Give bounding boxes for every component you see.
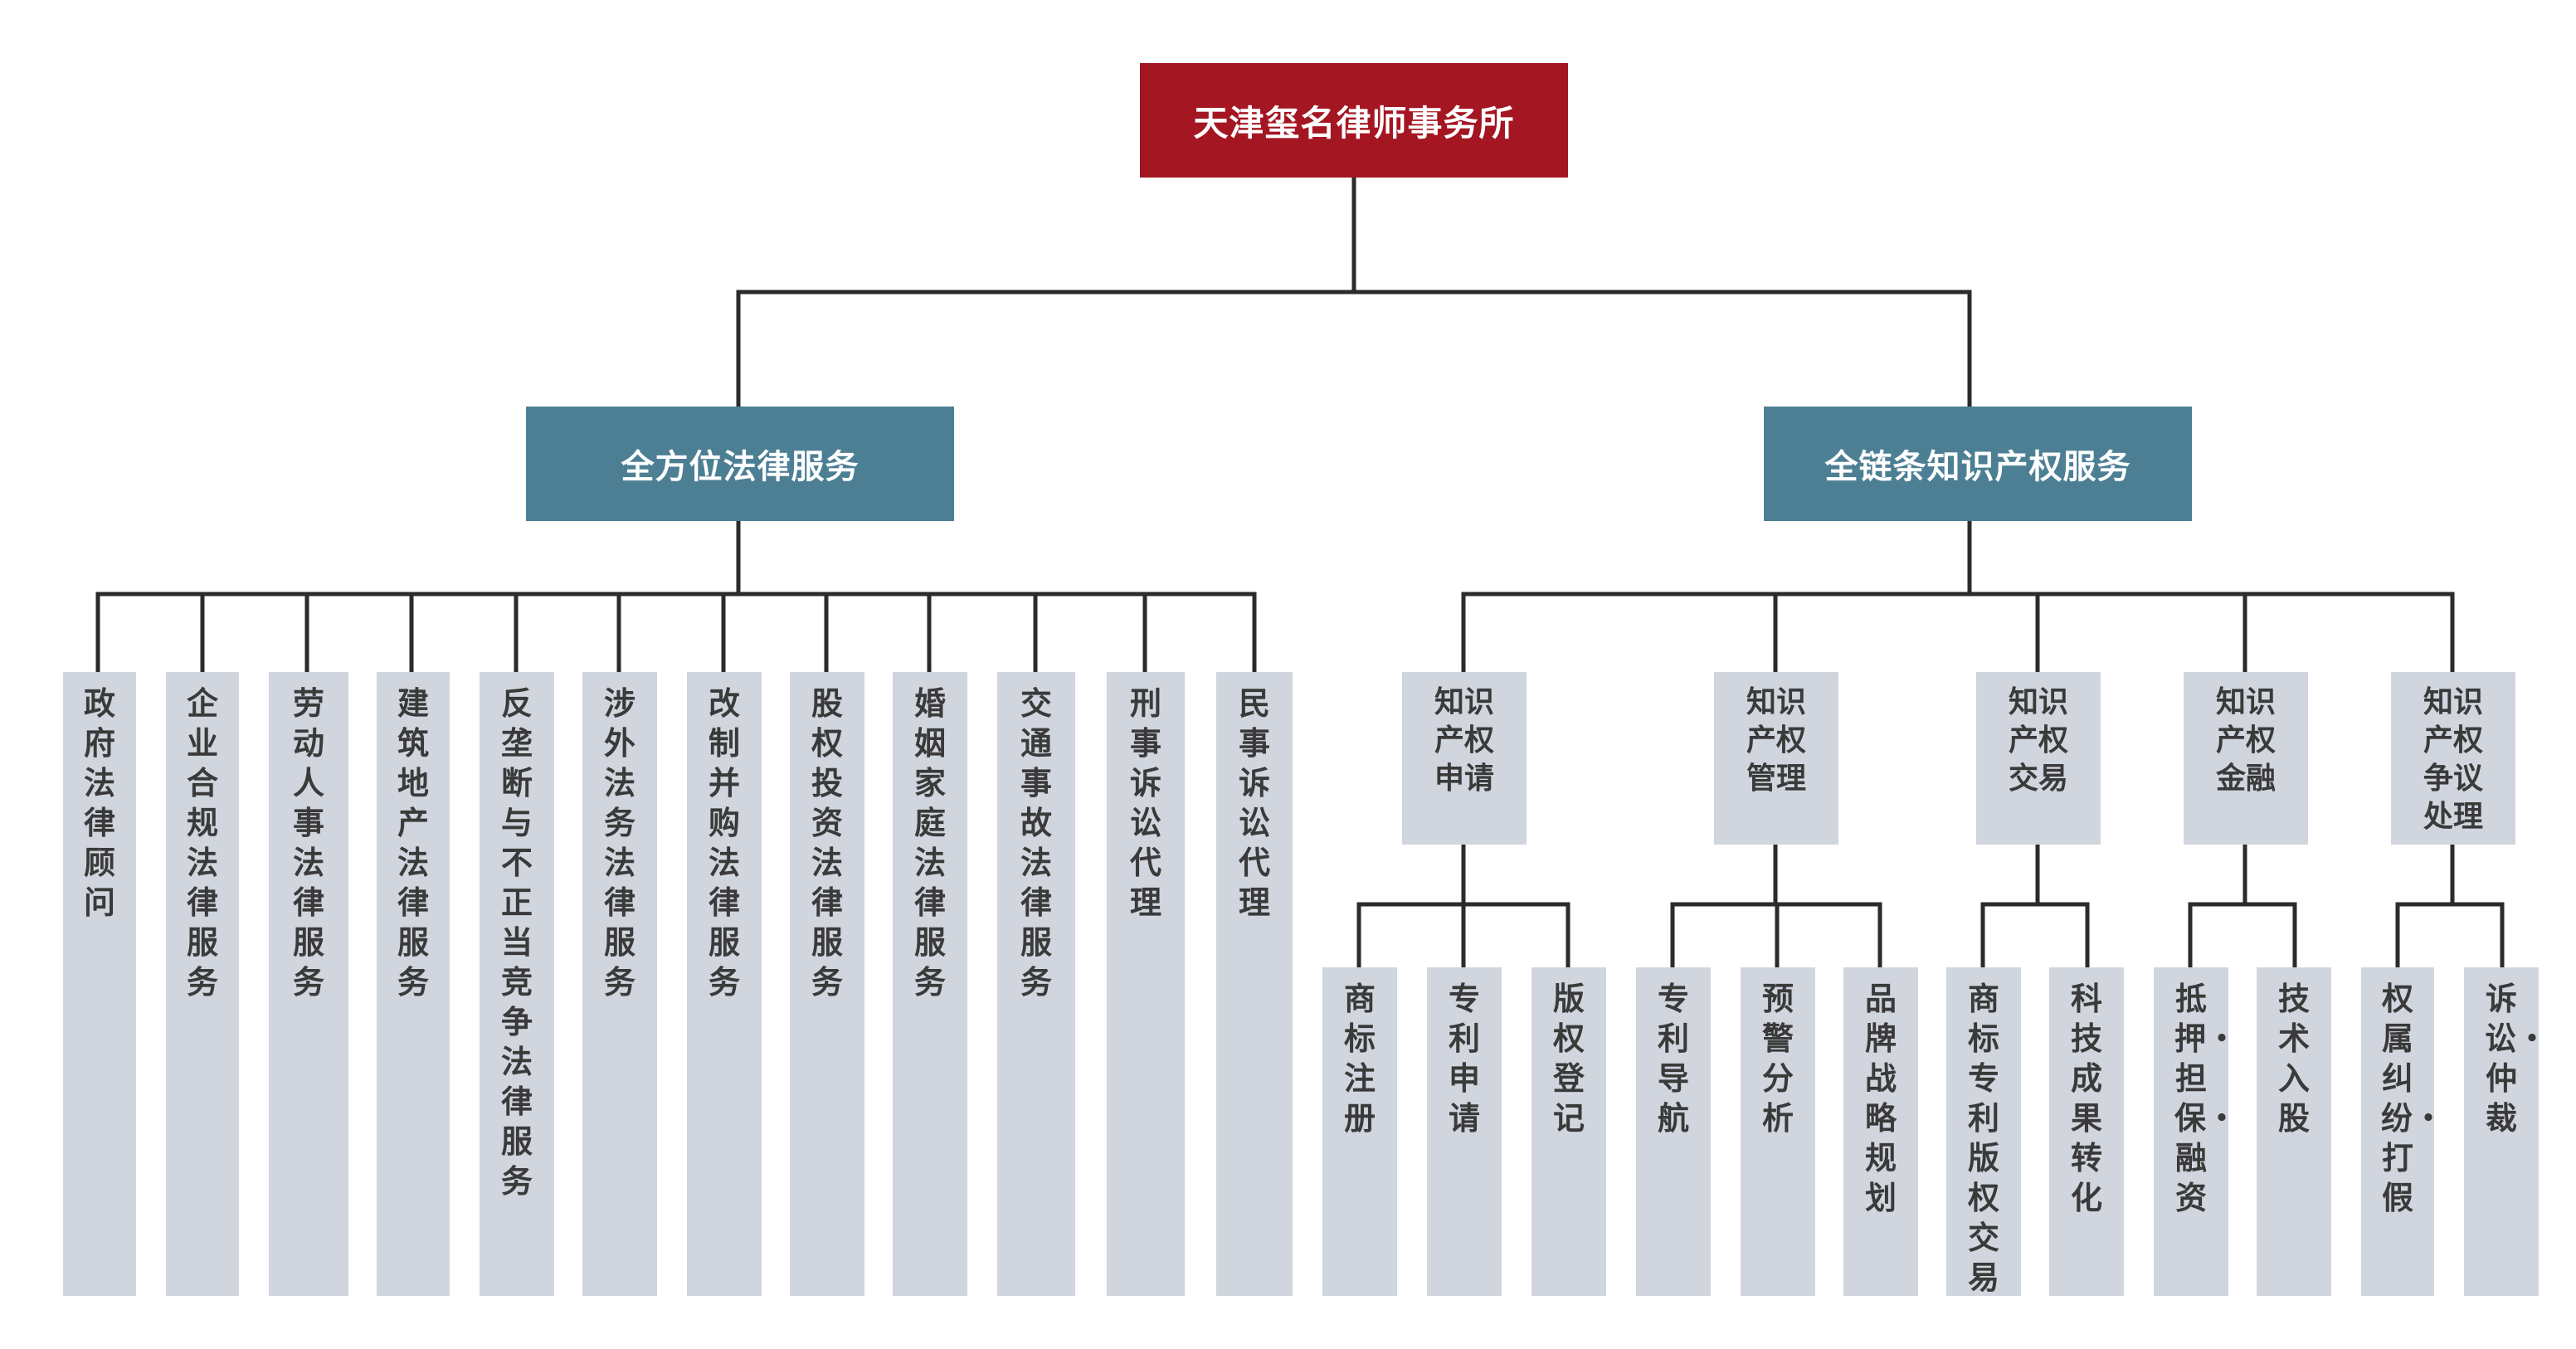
service-item: 反垄断与不正当竞争法律服务 bbox=[480, 672, 554, 1296]
service-label: 股权投资法律服务 bbox=[811, 685, 843, 1001]
ip-service-label: 品牌战略规划 bbox=[1864, 981, 1897, 1216]
ip-service-label: 科技成果转化 bbox=[2070, 981, 2102, 1216]
service-label: 企业合规法律服务 bbox=[186, 685, 218, 1001]
ip-service-label: 诉讼・仲裁 bbox=[2485, 981, 2549, 1137]
service-label: 建筑地产法律服务 bbox=[397, 685, 429, 1001]
service-item: 涉外法务法律服务 bbox=[582, 672, 657, 1296]
ip-category: 知识产权申请 bbox=[1402, 672, 1527, 845]
ip-service-item: 品牌战略规划 bbox=[1843, 967, 1918, 1296]
service-item: 婚姻家庭法律服务 bbox=[893, 672, 967, 1296]
service-item: 刑事诉讼代理 bbox=[1107, 672, 1185, 1296]
ip-service-item: 专利导航 bbox=[1636, 967, 1711, 1296]
ip-service-label: 专利申请 bbox=[1448, 981, 1480, 1137]
service-item: 交通事故法律服务 bbox=[997, 672, 1075, 1296]
service-item: 民事诉讼代理 bbox=[1216, 672, 1293, 1296]
service-item: 股权投资法律服务 bbox=[790, 672, 864, 1296]
service-item: 政府法律顾问 bbox=[63, 672, 136, 1296]
ip-category-label: 知识产权管理 bbox=[1746, 685, 1806, 796]
ip-category: 知识产权金融 bbox=[2184, 672, 2308, 845]
ip-service-item: 技术入股 bbox=[2257, 967, 2331, 1296]
ip-service-label: 版权登记 bbox=[1552, 981, 1585, 1137]
service-label: 婚姻家庭法律服务 bbox=[913, 685, 946, 1001]
service-label: 反垄断与不正当竞争法律服务 bbox=[500, 685, 533, 1200]
ip-service-label: 专利导航 bbox=[1657, 981, 1689, 1137]
ip-service-item: 抵押・担保・融资 bbox=[2154, 967, 2238, 1296]
ip-category-label: 知识产权金融 bbox=[2215, 685, 2276, 796]
ip-service-item: 权属纠纷・打假 bbox=[2361, 967, 2445, 1296]
ip-category-label: 知识产权申请 bbox=[1434, 685, 1494, 796]
ip-category-label: 知识产权争议处理 bbox=[2423, 685, 2483, 834]
service-label: 劳动人事法律服务 bbox=[292, 685, 324, 1001]
ip-service-label: 抵押・担保・融资 bbox=[2174, 981, 2238, 1216]
service-label: 政府法律顾问 bbox=[83, 685, 115, 921]
branch-legal-services: 全方位法律服务 bbox=[526, 407, 954, 521]
ip-service-item: 专利申请 bbox=[1427, 967, 1502, 1296]
service-item: 建筑地产法律服务 bbox=[377, 672, 450, 1296]
ip-service-item: 版权登记 bbox=[1531, 967, 1606, 1296]
service-label: 涉外法务法律服务 bbox=[603, 685, 635, 1001]
ip-service-item: 诉讼・仲裁 bbox=[2464, 967, 2549, 1296]
ip-service-item: 预警分析 bbox=[1741, 967, 1815, 1296]
service-item: 企业合规法律服务 bbox=[166, 672, 239, 1296]
service-label: 刑事诉讼代理 bbox=[1129, 685, 1161, 921]
branch-title: 全方位法律服务 bbox=[621, 448, 859, 486]
ip-category: 知识产权争议处理 bbox=[2391, 672, 2515, 845]
ip-service-label: 权属纠纷・打假 bbox=[2381, 981, 2445, 1216]
branch-title: 全链条知识产权服务 bbox=[1824, 448, 2131, 486]
service-label: 民事诉讼代理 bbox=[1238, 685, 1270, 921]
ip-service-label: 技术入股 bbox=[2277, 981, 2310, 1137]
root-node-firm: 天津玺名律师事务所 bbox=[1140, 63, 1568, 178]
ip-service-label: 商标专利版权交易 bbox=[1967, 981, 1999, 1296]
ip-service-label: 商标注册 bbox=[1343, 981, 1376, 1137]
ip-category-label: 知识产权交易 bbox=[2008, 685, 2068, 796]
ip-service-item: 商标注册 bbox=[1322, 967, 1397, 1296]
service-label: 交通事故法律服务 bbox=[1020, 685, 1052, 1001]
ip-service-item: 科技成果转化 bbox=[2049, 967, 2124, 1296]
ip-category: 知识产权管理 bbox=[1714, 672, 1838, 845]
ip-service-label: 预警分析 bbox=[1761, 981, 1794, 1137]
branch-ip-services: 全链条知识产权服务 bbox=[1764, 407, 2192, 521]
service-label: 改制并购法律服务 bbox=[708, 685, 740, 1001]
service-item: 改制并购法律服务 bbox=[687, 672, 762, 1296]
ip-service-item: 商标专利版权交易 bbox=[1946, 967, 2021, 1296]
root-title: 天津玺名律师事务所 bbox=[1193, 102, 1515, 144]
ip-category: 知识产权交易 bbox=[1976, 672, 2101, 845]
service-item: 劳动人事法律服务 bbox=[269, 672, 348, 1296]
